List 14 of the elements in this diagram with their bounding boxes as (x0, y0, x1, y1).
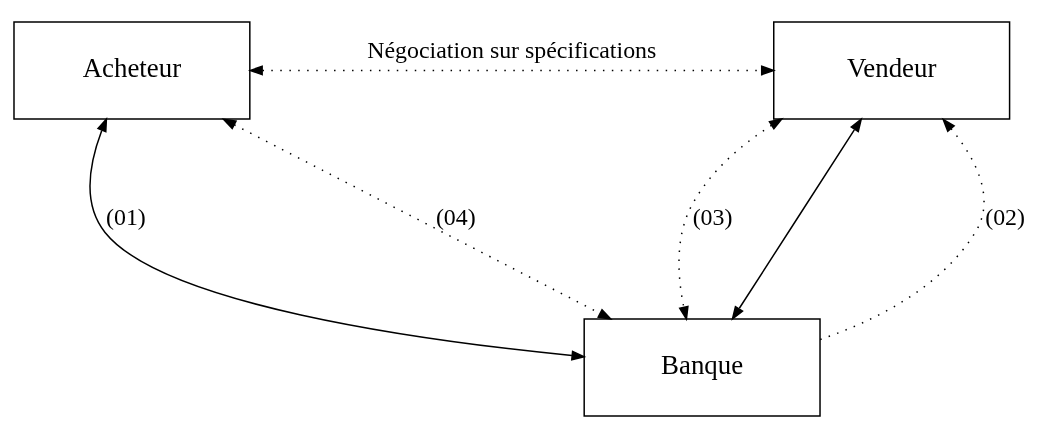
node-box: Acheteur (13, 20, 251, 120)
arrow (89, 116, 587, 361)
arrow (247, 64, 776, 76)
node-box: Vendeur (773, 20, 1011, 120)
edge-label: (03) (692, 203, 733, 230)
edge-label: (04) (435, 203, 476, 230)
arrow (221, 117, 613, 320)
node-box: Banque (583, 317, 821, 417)
arrow (731, 116, 863, 321)
arrow (819, 117, 985, 340)
edge-label: Négociation sur spécifications (367, 36, 657, 63)
edge-label: (02) (985, 203, 1025, 230)
arrow (678, 117, 784, 321)
edge-label: (01) (106, 203, 146, 230)
